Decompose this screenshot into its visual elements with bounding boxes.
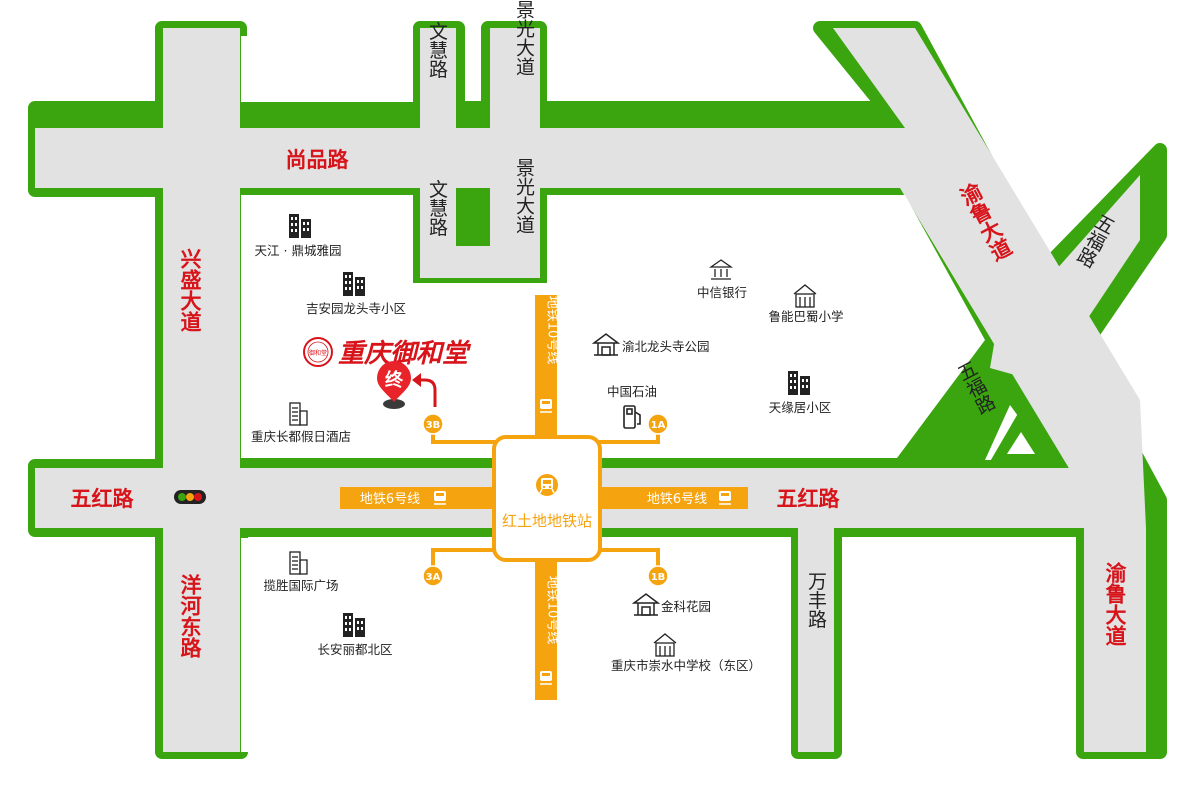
poi-tianjiang[interactable]: 天江 · 鼎城雅园 [255, 243, 342, 258]
metro-station-box[interactable] [492, 435, 602, 562]
metro-lines [340, 295, 748, 700]
road-label-wanfeng: 万丰路 [805, 572, 827, 629]
poi-plaza[interactable]: 揽胜国际广场 [263, 578, 338, 593]
poi-petro[interactable]: 中国石油 [607, 384, 657, 399]
traffic-light-icon [174, 490, 206, 504]
road-label-yulu-lower: 渝鲁大道 [1103, 561, 1127, 646]
road-label-wenhui-mid: 文慧路 [426, 179, 448, 236]
road-label-wuhong-right: 五红路 [777, 487, 841, 511]
exit-1b-label[interactable]: 1B [651, 572, 666, 583]
destination-seal: 御和堂 [303, 337, 333, 367]
metro-line6-right-label: 地铁6号线 [647, 492, 707, 507]
destination-seal-text: 御和堂 [309, 349, 327, 357]
exit-3b-label[interactable]: 3B [426, 420, 441, 431]
poi-park[interactable]: 渝北龙头寺公园 [622, 339, 710, 354]
road-label-wenhui-top: 文慧路 [426, 21, 448, 78]
metro-line6-left-label: 地铁6号线 [360, 492, 420, 507]
poi-jian[interactable]: 吉安园龙头寺小区 [306, 301, 406, 316]
poi-luneng-school[interactable]: 鲁能巴蜀小学 [768, 309, 843, 324]
metro-line10-bottom-label: 地铁10号线 [545, 576, 560, 645]
road-island-inner [1007, 432, 1035, 454]
poi-changan[interactable]: 长安丽都北区 [317, 642, 392, 657]
turn-arrow-icon [412, 373, 437, 407]
road-label-jingguang-mid: 景光大道 [513, 158, 535, 234]
exit-1a-label[interactable]: 1A [651, 420, 666, 431]
road-label-yanghe: 洋河东路 [178, 573, 202, 659]
poi-tianyuan[interactable]: 天缘居小区 [769, 400, 832, 415]
road-label-shangpin: 尚品路 [286, 148, 350, 172]
metro-exits[interactable]: 3B 1A 3A 1B [422, 413, 669, 587]
metro-train-icon [535, 473, 559, 497]
exit-3a-label[interactable]: 3A [426, 572, 441, 583]
road-label-wuhong-left: 五红路 [71, 487, 135, 511]
destination-marker-icon[interactable]: 终 [377, 361, 411, 409]
metro-line10-top-label: 地铁10号线 [545, 296, 560, 365]
city-blocks [0, 0, 1076, 790]
poi-jinke[interactable]: 金科花园 [661, 599, 711, 614]
destination-name[interactable]: 重庆御和堂 [338, 339, 472, 369]
metro-station-label[interactable]: 红土地地铁站 [502, 512, 592, 530]
road-surfaces [35, 28, 1146, 752]
poi-citic[interactable]: 中信银行 [697, 285, 747, 300]
poi-chongshui[interactable]: 重庆市崇水中学校（东区） [611, 658, 761, 673]
destination-marker-text: 终 [385, 369, 404, 391]
road-label-jingguang-top: 景光大道 [513, 0, 535, 76]
road-label-xingsheng: 兴盛大道 [178, 248, 202, 332]
poi-hotel[interactable]: 重庆长都假日酒店 [251, 429, 351, 444]
